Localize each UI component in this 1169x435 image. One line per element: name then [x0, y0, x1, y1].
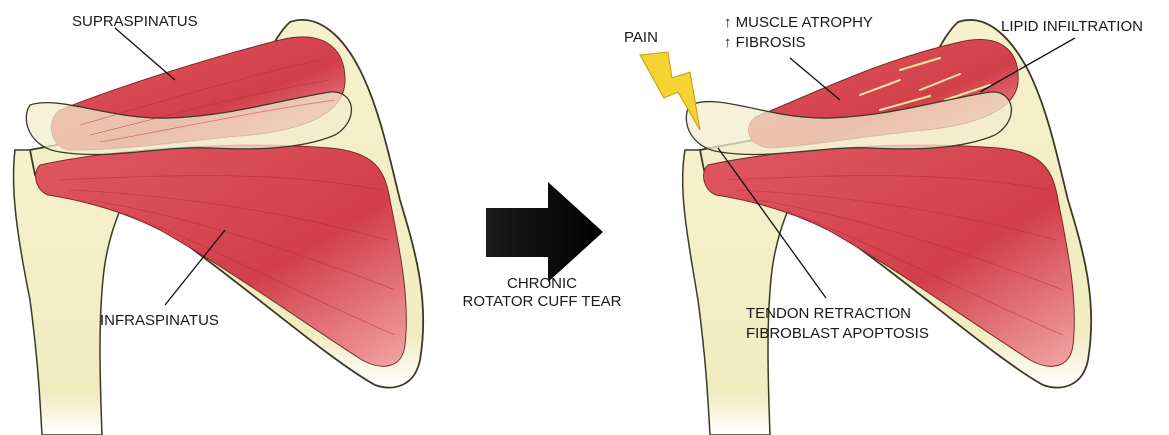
label-lipid-infiltration: LIPID INFILTRATION: [1001, 18, 1143, 35]
label-fibrosis: ↑ FIBROSIS: [724, 34, 806, 51]
black-arrow-icon: [486, 182, 603, 282]
label-fibroblast-apoptosis: FIBROBLAST APOPTOSIS: [746, 325, 929, 342]
label-chronic: CHRONIC: [507, 275, 577, 292]
leader-supraspinatus: [115, 28, 175, 80]
healthy-shoulder: SUPRASPINATUS INFRASPINATUS: [13, 13, 423, 435]
label-rotator-cuff-tear: ROTATOR CUFF TEAR: [463, 293, 622, 310]
torn-shoulder: PAIN ↑ MUSCLE ATROPHY ↑ FIBROSIS LIPID I…: [624, 14, 1143, 435]
label-tendon-retraction: TENDON RETRACTION: [746, 305, 911, 322]
label-pain: PAIN: [624, 29, 658, 46]
transition-arrow-group: CHRONIC ROTATOR CUFF TEAR: [463, 182, 622, 310]
label-infraspinatus: INFRASPINATUS: [100, 312, 219, 329]
label-supraspinatus: SUPRASPINATUS: [72, 13, 198, 30]
label-muscle-atrophy: ↑ MUSCLE ATROPHY: [724, 14, 873, 31]
